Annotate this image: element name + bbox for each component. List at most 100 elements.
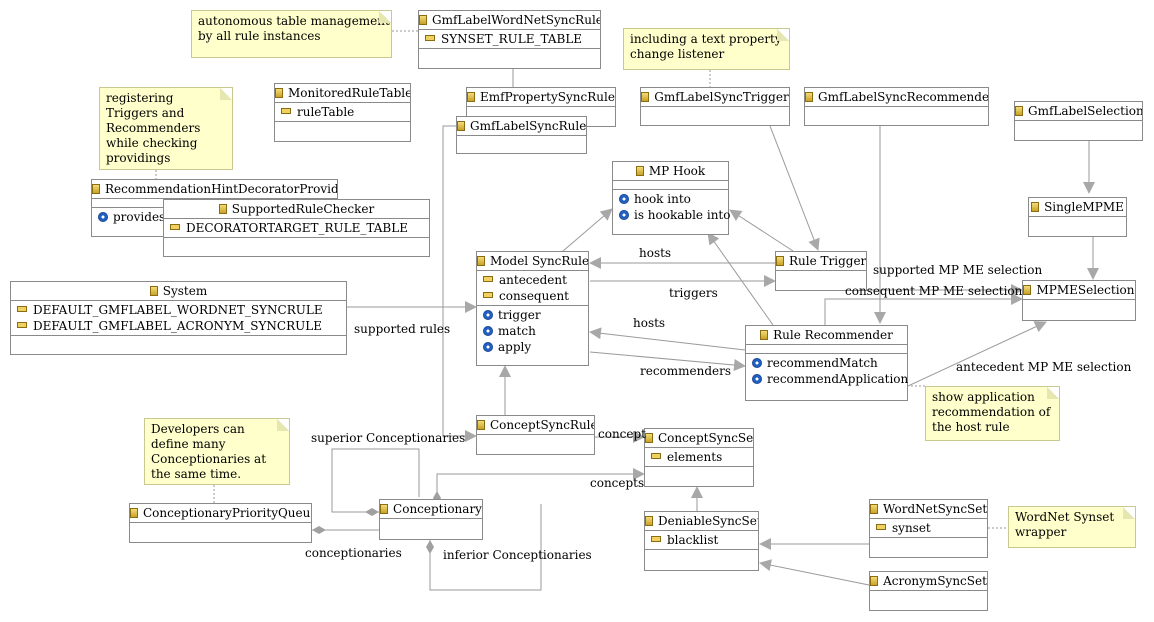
class-header: WordNetSyncSet: [870, 500, 987, 519]
class-header: GmfLabelSelection: [1015, 102, 1142, 121]
note-line: Developers can: [151, 422, 245, 436]
class-name: GmfLabelSyncRule: [470, 119, 586, 133]
note-wordnet-wrapper: WordNet Synset wrapper: [1008, 506, 1136, 548]
class-header: DeniableSyncSet: [645, 512, 758, 531]
class-conceptsyncset[interactable]: ConceptSyncSet elements: [644, 428, 754, 487]
attribute-name: DECORATORTARGET_RULE_TABLE: [186, 221, 408, 235]
class-name: Conceptionary: [393, 502, 482, 516]
class-icon: [457, 121, 465, 131]
class-header: RecommendationHintDecoratorProvider: [92, 180, 337, 199]
operations-compartment: hook into is hookable into: [613, 190, 730, 224]
class-supportedrulechecker[interactable]: SupportedRuleChecker DECORATORTARGET_RUL…: [163, 199, 430, 257]
class-header: SupportedRuleChecker: [164, 200, 429, 219]
operation-name: apply: [498, 340, 532, 354]
class-mphook[interactable]: MP Hook hook into is hookable into: [612, 161, 730, 235]
attributes-compartment: DECORATORTARGET_RULE_TABLE: [164, 219, 429, 238]
edge-antecedent-selection: [907, 321, 1047, 387]
operation-name: match: [498, 324, 536, 338]
attribute-icon: [876, 524, 886, 530]
class-conceptsyncrule[interactable]: ConceptSyncRule: [476, 415, 595, 455]
class-name: WordNetSyncSet: [883, 502, 987, 516]
operation-icon: [483, 326, 493, 336]
attribute-icon: [651, 453, 661, 459]
class-name: AcronymSyncSet: [883, 574, 987, 588]
class-icon: [477, 420, 485, 430]
operation-icon: [483, 310, 493, 320]
attribute-row: antecedent: [477, 272, 588, 288]
attribute-name: SYNSET_RULE_TABLE: [441, 32, 583, 46]
note-fold-corner: [1047, 387, 1059, 399]
class-icon: [92, 184, 100, 194]
note-fold-corner: [220, 88, 232, 100]
edge-label-hosts-top: hosts: [639, 246, 672, 260]
class-modelsyncrule[interactable]: Model SyncRule antecedent consequent tri…: [476, 251, 589, 366]
note-line: autonomous table management: [198, 14, 390, 28]
class-gmflabelsynctrigger[interactable]: GmfLabelSyncTrigger: [640, 87, 790, 126]
operation-name: recommendMatch: [767, 356, 878, 370]
class-acronymsyncset[interactable]: AcronymSyncSet: [869, 571, 988, 611]
class-ruletrigger[interactable]: Rule Trigger: [775, 251, 867, 291]
class-header: MP Hook: [613, 162, 728, 181]
class-rulerecommender[interactable]: Rule Recommender recommendMatch recommen…: [745, 325, 908, 401]
class-icon: [760, 330, 769, 340]
attribute-name: synset: [892, 521, 931, 535]
edge-label-supported-rules: supported rules: [354, 322, 451, 336]
operation-icon: [752, 358, 762, 368]
operation-icon: [98, 212, 108, 222]
class-wordnetsyncset[interactable]: WordNetSyncSet synset: [869, 499, 988, 558]
attribute-name: ruleTable: [297, 105, 355, 119]
operation-row: is hookable into: [613, 207, 730, 223]
class-monitoredruletable[interactable]: MonitoredRuleTable ruleTable: [274, 83, 411, 142]
edge-concepts: [433, 468, 645, 505]
edge-consequent-selection: [824, 293, 1023, 325]
class-system[interactable]: System DEFAULT_GMFLABEL_WORDNET_SYNCRULE…: [10, 281, 347, 355]
attribute-icon: [170, 224, 180, 230]
class-header: MPMESelection: [1023, 281, 1135, 300]
class-singlempme[interactable]: SingleMPME: [1028, 197, 1127, 237]
note-line: including a text property: [630, 32, 782, 46]
class-icon: [805, 92, 813, 102]
class-mpmeselection[interactable]: MPMESelection: [1022, 280, 1136, 321]
class-icon: [218, 204, 227, 214]
attribute-icon: [483, 276, 493, 282]
class-header: Model SyncRule: [477, 252, 588, 271]
edge-label-conceptionaries: conceptionaries: [305, 546, 402, 560]
class-gmflabelsyncrecommender[interactable]: GmfLabelSyncRecommender: [804, 87, 989, 126]
class-conceptionarypriorityqueue[interactable]: ConceptionaryPriorityQueue: [129, 503, 312, 543]
class-icon: [645, 433, 653, 443]
class-name: System: [162, 284, 208, 298]
class-conceptionary[interactable]: Conceptionary: [379, 499, 483, 540]
operations-compartment: [275, 122, 410, 130]
attributes-compartment: [613, 181, 728, 190]
class-name: ConceptSyncSet: [658, 431, 753, 445]
class-name: MonitoredRuleTable: [288, 86, 410, 100]
note-line: by all rule instances: [198, 29, 321, 43]
class-deniablesyncset[interactable]: DeniableSyncSet blacklist: [644, 511, 759, 571]
class-icon: [645, 516, 653, 526]
class-name: DeniableSyncSet: [658, 514, 758, 528]
attribute-row: ruleTable: [275, 104, 410, 120]
class-header: SingleMPME: [1029, 198, 1126, 217]
attribute-row: DEFAULT_GMFLABEL_WORDNET_SYNCRULE: [11, 302, 346, 318]
attribute-icon: [17, 306, 27, 312]
class-icon: [870, 576, 879, 586]
class-gmflabelsyncrule[interactable]: GmfLabelSyncRule: [456, 116, 587, 154]
class-header: ConceptSyncRule: [477, 416, 594, 435]
class-name: EmfPropertySyncRule: [480, 90, 615, 104]
attribute-icon: [17, 322, 27, 328]
note-fold-corner: [1123, 507, 1135, 519]
edge-acronym-to-deniable: [759, 559, 870, 586]
attribute-row: synset: [870, 520, 987, 536]
operations-compartment: provides: [92, 208, 337, 226]
class-gmflabelwordnetsyncrule[interactable]: GmfLabelWordNetSyncRule SYNSET_RULE_TABL…: [418, 10, 601, 69]
class-icon: [635, 166, 644, 176]
attribute-name: DEFAULT_GMFLABEL_ACRONYM_SYNCRULE: [33, 319, 322, 333]
edge-recommenders: [589, 351, 746, 371]
attribute-row: DEFAULT_GMFLABEL_ACRONYM_SYNCRULE: [11, 318, 346, 334]
note-registering: registering Triggers and Recommenders wh…: [99, 87, 233, 170]
edge-label-recommenders: recommenders: [640, 364, 732, 378]
class-gmflabelselection[interactable]: GmfLabelSelection: [1014, 101, 1143, 141]
note-show-application: show application recommendation of the h…: [925, 386, 1060, 441]
